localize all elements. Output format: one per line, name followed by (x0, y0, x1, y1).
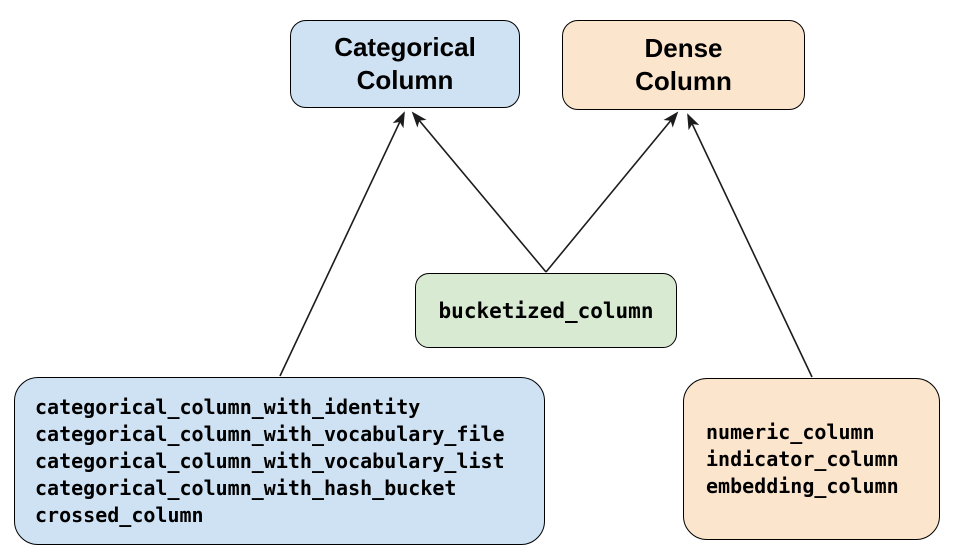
node-bucketized-column-label: bucketized_column (438, 298, 654, 323)
node-dense-column-label: Dense Column (635, 33, 732, 96)
api-name-indicator-column: indicator_column (706, 446, 899, 471)
dense-api-lines: numeric_column indicator_column embeddin… (706, 419, 899, 500)
api-name-categorical-column-with-identity: categorical_column_with_identity (35, 394, 421, 419)
node-categorical-column-label: Categorical Column (334, 32, 476, 95)
api-name-crossed-column: crossed_column (35, 502, 204, 527)
node-dense-column: Dense Column (562, 20, 805, 110)
api-name-categorical-column-with-vocabulary-file: categorical_column_with_vocabulary_file (35, 421, 505, 446)
node-bucketized-column: bucketized_column (415, 273, 677, 348)
api-name-embedding-column: embedding_column (706, 473, 899, 498)
api-name-categorical-column-with-hash-bucket: categorical_column_with_hash_bucket (35, 475, 457, 500)
arrow-categorical-apis-to-categorical (279, 111, 405, 377)
node-dense-api-list: numeric_column indicator_column embeddin… (683, 378, 940, 540)
api-name-numeric-column: numeric_column (706, 419, 875, 444)
arrow-bucketized-to-categorical (411, 111, 547, 273)
api-name-categorical-column-with-vocabulary-list: categorical_column_with_vocabulary_list (35, 448, 505, 473)
node-categorical-api-list: categorical_column_with_identity categor… (14, 377, 545, 545)
arrow-dense-apis-to-dense (687, 113, 813, 378)
node-categorical-column: Categorical Column (290, 20, 520, 108)
arrow-bucketized-to-dense (545, 111, 679, 273)
categorical-api-lines: categorical_column_with_identity categor… (35, 394, 505, 529)
